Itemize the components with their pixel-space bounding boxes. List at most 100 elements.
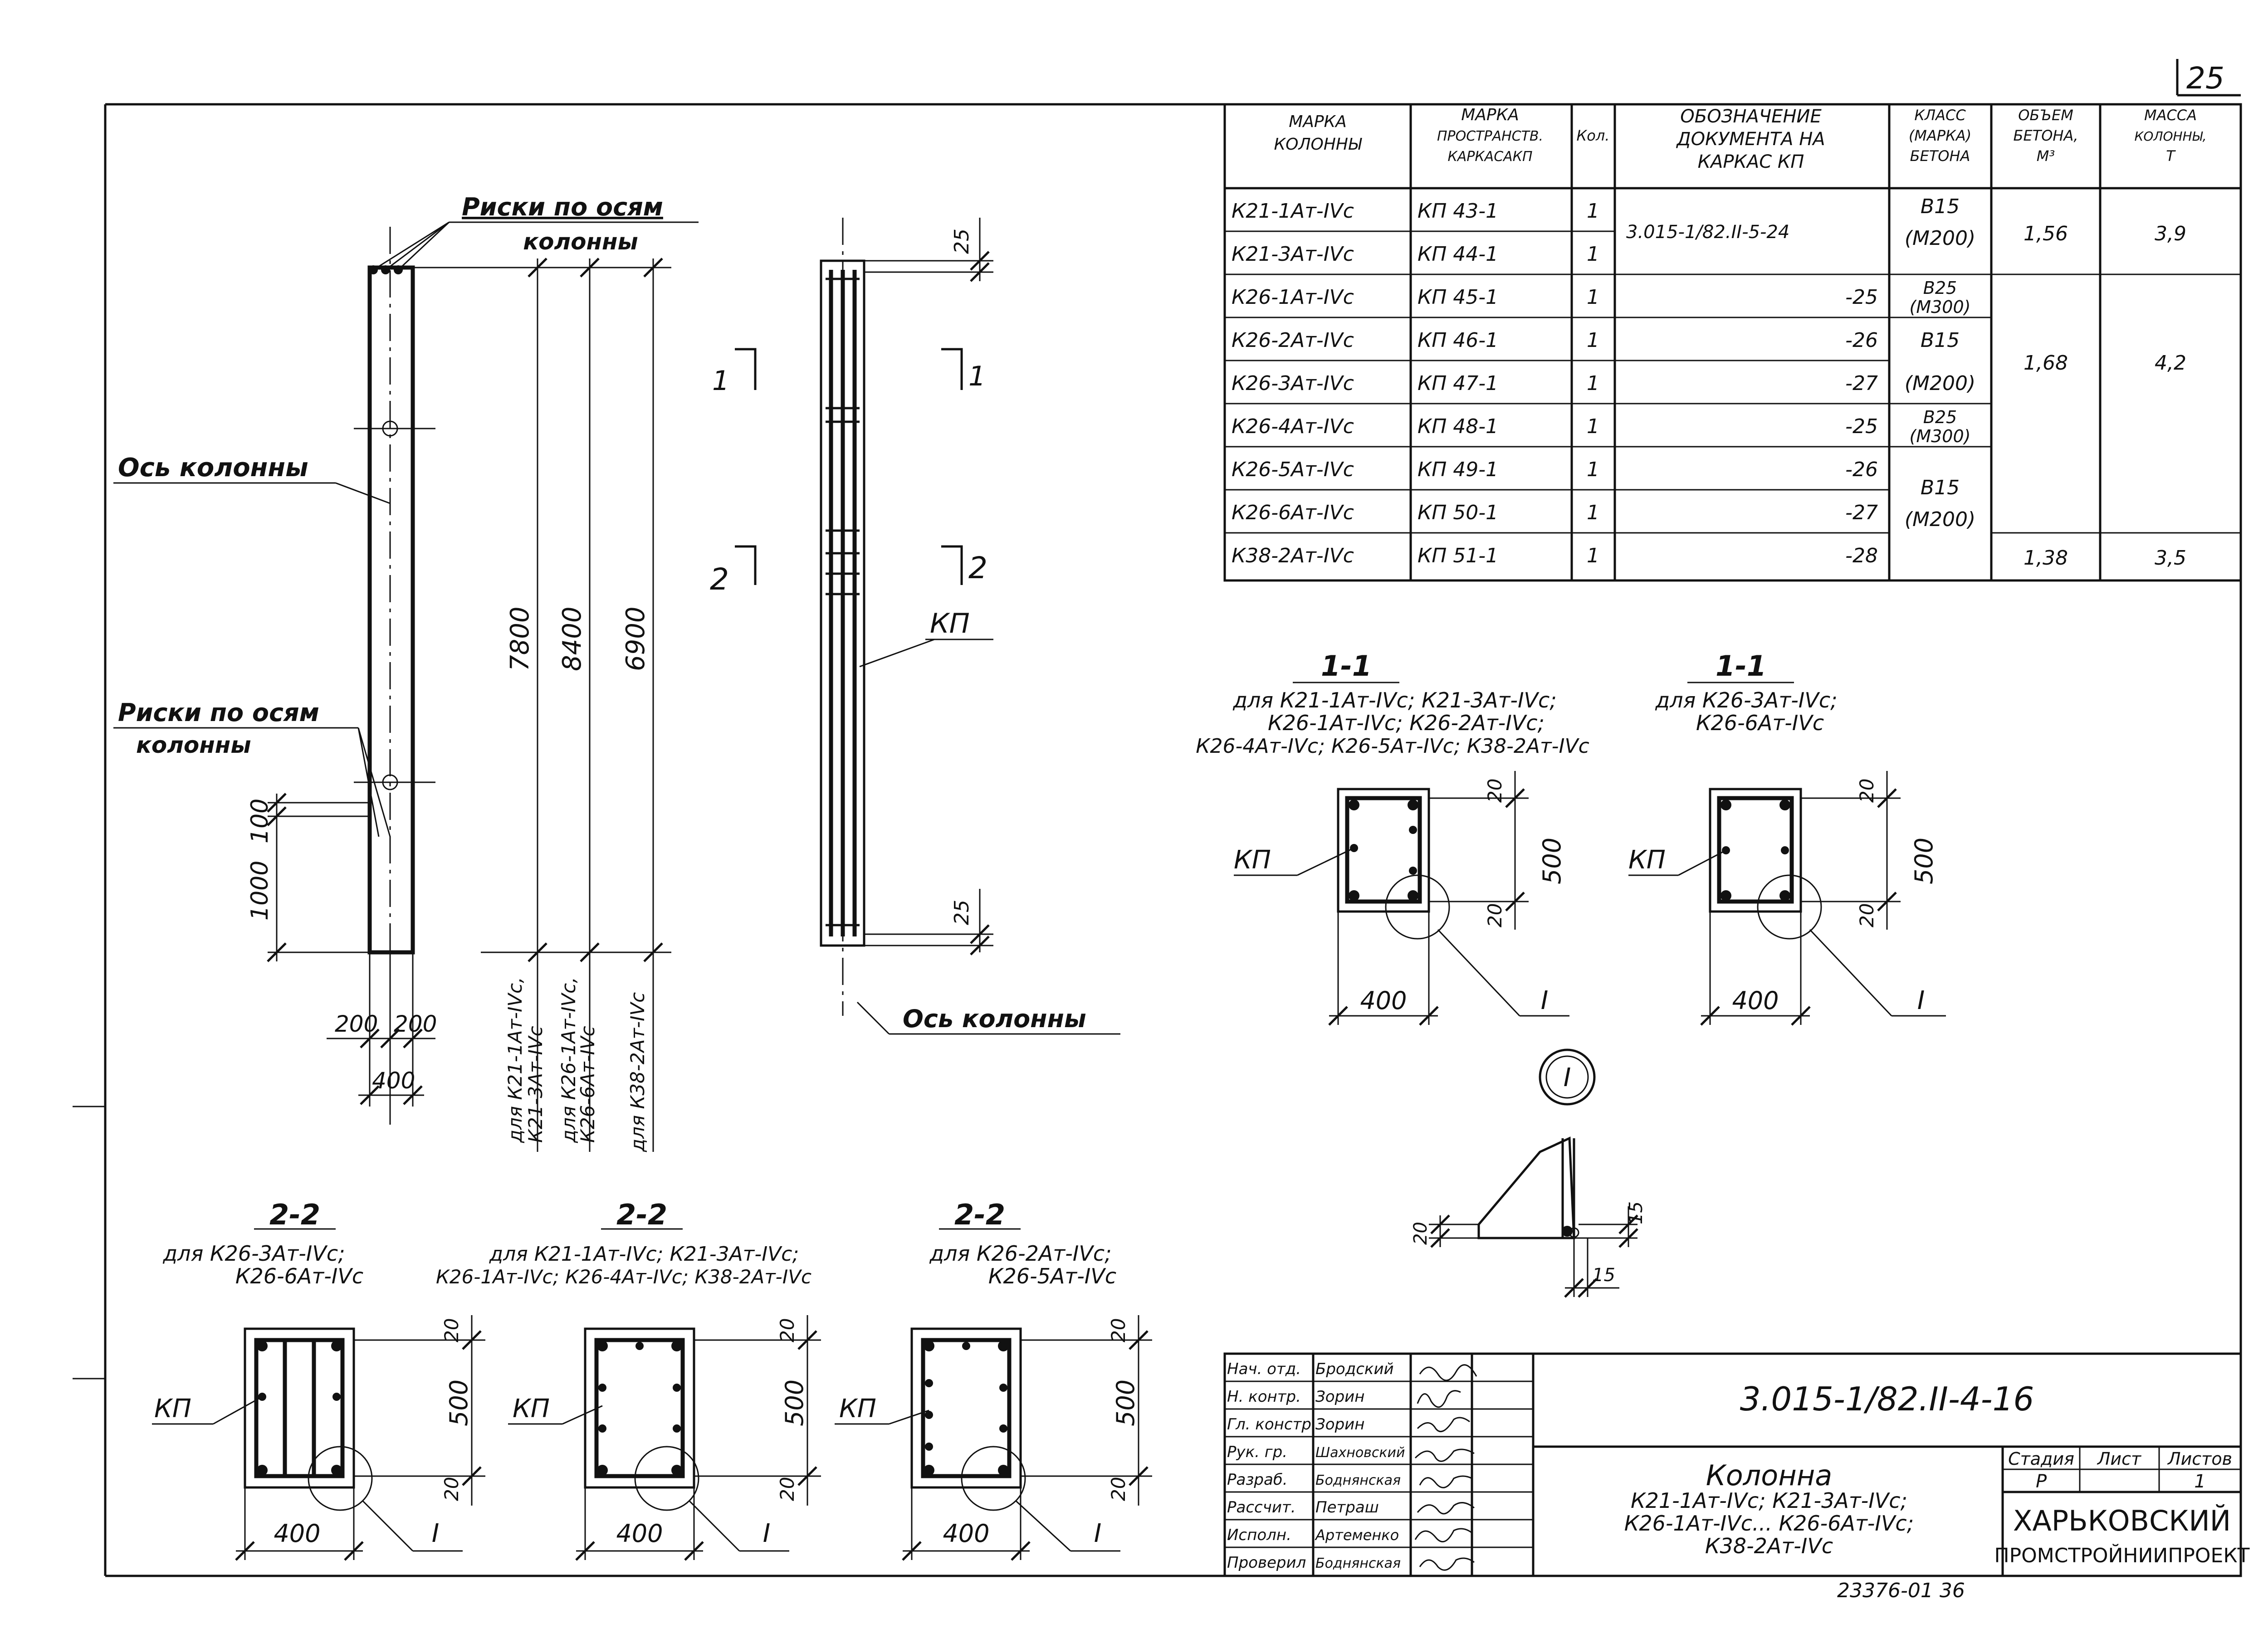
sec1b-subtitle-1: для К26-3Ат-IVc; <box>1655 688 1837 712</box>
doc-suffix-8: -27 <box>1845 501 1878 524</box>
section-2-2-a <box>152 1228 485 1561</box>
doc-suffix-5: -27 <box>1845 372 1878 395</box>
sec1b-kp: КП <box>1628 845 1666 875</box>
label-axis-marks-top-1: Риски по осям <box>462 193 663 221</box>
mass-1: 3,9 <box>2155 222 2186 245</box>
node-detail-labels: I 20 15 15 <box>1410 1063 1647 1286</box>
cut-1-right: 1 <box>968 361 986 392</box>
title-block-text: Нач. отд. Н. контр. Гл. констр. Рук. гр.… <box>1227 1360 2250 1572</box>
row-column-7: К26-5Ат-IVc <box>1232 458 1354 481</box>
bottom-note: 23376-01 36 <box>1837 1579 1965 1602</box>
sec2c-d400: 400 <box>943 1519 989 1548</box>
sec1a-d500: 500 <box>1538 838 1566 884</box>
sec2c-d500: 500 <box>1111 1380 1140 1426</box>
sec2a-kp: КП <box>154 1394 191 1424</box>
title-block <box>1223 1352 2242 1577</box>
sec2a-title: 2-2 <box>269 1198 320 1231</box>
frame-dim-bottom: 25 <box>950 900 973 925</box>
hdr-volume-2: БЕТОНА, <box>2013 127 2078 144</box>
dim-7800: 7800 <box>505 606 535 671</box>
name-3: Зорин <box>1315 1415 1365 1433</box>
frame-kp-label: КП <box>930 608 970 639</box>
for-label-1b: К21-3Ат-IVc <box>524 1026 547 1143</box>
sec1a-title: 1-1 <box>1321 649 1372 683</box>
sec2c-subtitle-1: для К26-2Ат-IVc; <box>929 1241 1111 1266</box>
section-2-2-c <box>835 1228 1152 1561</box>
spec-table <box>1223 103 2242 582</box>
sec1b-d500: 500 <box>1910 838 1938 884</box>
node-detail <box>1429 1048 1638 1298</box>
sec2c-kp: КП <box>839 1394 876 1424</box>
hdr-doc-3: КАРКАС КП <box>1698 151 1804 172</box>
dim-200-right: 200 <box>394 1011 437 1037</box>
for-label-1a: для К21-1Ат-IVc, <box>504 977 526 1143</box>
row-column-1: К21-1Ат-IVc <box>1232 200 1354 223</box>
volume-2: 1,68 <box>2024 351 2068 375</box>
class-m200-a: (М200) <box>1905 227 1975 250</box>
volume-3: 1,38 <box>2024 546 2068 570</box>
stage-label: Стадия <box>2008 1449 2074 1469</box>
row-frame-9: КП 51-1 <box>1418 544 1498 567</box>
hdr-volume-3: М³ <box>2037 147 2055 165</box>
signatures <box>1414 1364 1477 1571</box>
sec2b-d400: 400 <box>616 1519 663 1548</box>
class-m200-b: (М200) <box>1905 372 1975 395</box>
row-column-6: К26-4Ат-IVc <box>1232 415 1354 438</box>
sec2b-d20a: 20 <box>776 1318 798 1342</box>
sec2a-subtitle-1: для К26-3Ат-IVc; <box>162 1241 345 1266</box>
sec2a-d20b: 20 <box>440 1477 463 1501</box>
sec2a-d20a: 20 <box>440 1318 463 1342</box>
cut-2-right: 2 <box>968 551 987 585</box>
row-qty-5: 1 <box>1587 372 1599 395</box>
sec1b-d20b: 20 <box>1856 903 1878 927</box>
element-title-1: Колонна <box>1706 1459 1833 1492</box>
role-7: Исполн. <box>1227 1526 1291 1544</box>
row-frame-2: КП 44-1 <box>1418 243 1498 266</box>
mass-3: 3,5 <box>2155 546 2186 570</box>
hdr-mark-column-1: МАРКА <box>1289 112 1347 131</box>
hdr-class-1: КЛАСС <box>1914 107 1966 124</box>
role-6: Рассчит. <box>1227 1498 1296 1516</box>
row-qty-6: 1 <box>1587 415 1599 438</box>
frame-axis-label: Ось колонны <box>903 1004 1086 1033</box>
sec2b-kp: КП <box>513 1394 550 1424</box>
sec2c-d20a: 20 <box>1107 1318 1129 1342</box>
row-qty-2: 1 <box>1587 243 1599 266</box>
node-d15a: 15 <box>1626 1201 1647 1224</box>
dim-100: 100 <box>246 799 274 843</box>
hdr-doc-2: ДОКУМЕНТА НА <box>1676 129 1825 150</box>
role-5: Разраб. <box>1227 1471 1288 1489</box>
sec2c-title: 2-2 <box>954 1198 1005 1231</box>
role-3: Гл. констр. <box>1227 1415 1316 1433</box>
hdr-class-2: (МАРКА) <box>1909 127 1971 144</box>
for-label-2b: К26-6Ат-IVc <box>577 1026 599 1143</box>
volume-1: 1,56 <box>2024 222 2068 245</box>
node-mark: I <box>1564 1063 1571 1092</box>
row-frame-1: КП 43-1 <box>1418 200 1498 223</box>
section-1-1-b <box>1628 682 1946 1026</box>
hdr-mark-column-2: КОЛОННЫ <box>1274 135 1362 154</box>
spec-table-rows: К21-1Ат-IVc К21-3Ат-IVc К26-1Ат-IVc К26-… <box>1232 195 2186 570</box>
sheet-frame <box>73 59 2242 1577</box>
element-title-2: К21-1Ат-IVc; К21-3Ат-IVc; <box>1631 1488 1907 1513</box>
hdr-mark-frame-3: КАРКАСАКП <box>1447 149 1532 165</box>
hdr-mass-3: Т <box>2166 147 2176 165</box>
doc-suffix-6: -25 <box>1845 415 1878 438</box>
cut-2-left: 2 <box>710 562 729 597</box>
element-title-4: К38-2Ат-IVc <box>1705 1534 1833 1558</box>
sec2b-title: 2-2 <box>616 1198 667 1231</box>
spec-table-header: МАРКА КОЛОННЫ МАРКА ПРОСТРАНСТВ. КАРКАСА… <box>1274 106 2207 172</box>
sec2c-subtitle-2: К26-5Ат-IVc <box>988 1264 1116 1288</box>
mass-2: 4,2 <box>2155 351 2186 375</box>
role-8: Проверил <box>1227 1554 1306 1572</box>
section-2-2-b-labels: 2-2 для К21-1Ат-IVc; К21-3Ат-IVc; К26-1А… <box>436 1198 811 1548</box>
sheets-label: Листов <box>2167 1449 2232 1469</box>
sec2a-node: I <box>432 1519 440 1548</box>
doc-suffix-9: -28 <box>1845 544 1878 567</box>
sec2a-d500: 500 <box>445 1380 473 1426</box>
row-frame-4: КП 46-1 <box>1418 329 1498 352</box>
section-2-2-a-labels: 2-2 для К26-3Ат-IVc; К26-6Ат-IVc КП 500 … <box>154 1198 473 1548</box>
class-b25-b: В25 <box>1923 407 1957 427</box>
sec1a-d400: 400 <box>1360 986 1407 1015</box>
